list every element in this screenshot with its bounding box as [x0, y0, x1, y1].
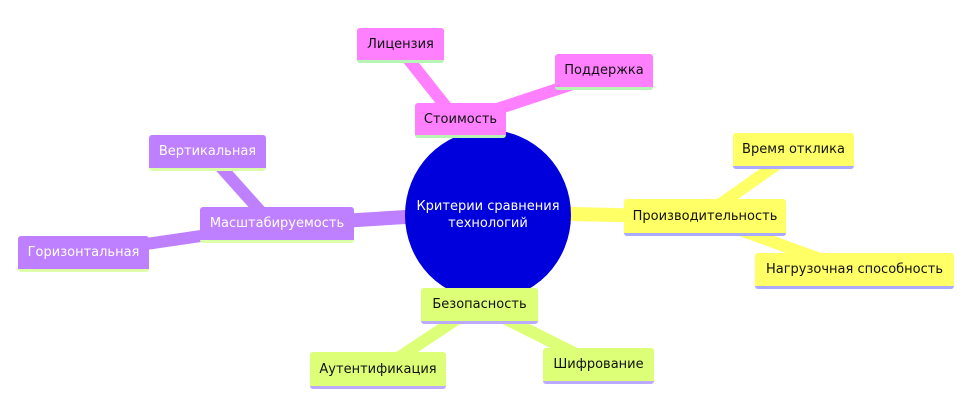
node-license[interactable]: Лицензия — [357, 28, 444, 63]
node-performance[interactable]: Производительность — [624, 199, 786, 236]
node-authentication[interactable]: Аутентификация — [310, 352, 446, 389]
root-node[interactable]: Критерии сравнения технологий — [405, 130, 571, 300]
node-response-time[interactable]: Время отклика — [733, 133, 854, 169]
node-load-capacity[interactable]: Нагрузочная способность — [755, 253, 954, 289]
node-support[interactable]: Поддержка — [555, 54, 653, 90]
node-vertical[interactable]: Вертикальная — [149, 135, 266, 171]
node-security[interactable]: Безопасность — [421, 288, 538, 324]
node-horizontal[interactable]: Горизонтальная — [18, 236, 149, 272]
node-cost[interactable]: Стоимость — [415, 103, 506, 138]
node-encryption[interactable]: Шифрование — [543, 348, 654, 384]
root-line-2: технологий — [448, 216, 528, 231]
root-line-1: Критерии сравнения — [416, 199, 560, 214]
node-scalability[interactable]: Масштабируемость — [200, 207, 354, 243]
